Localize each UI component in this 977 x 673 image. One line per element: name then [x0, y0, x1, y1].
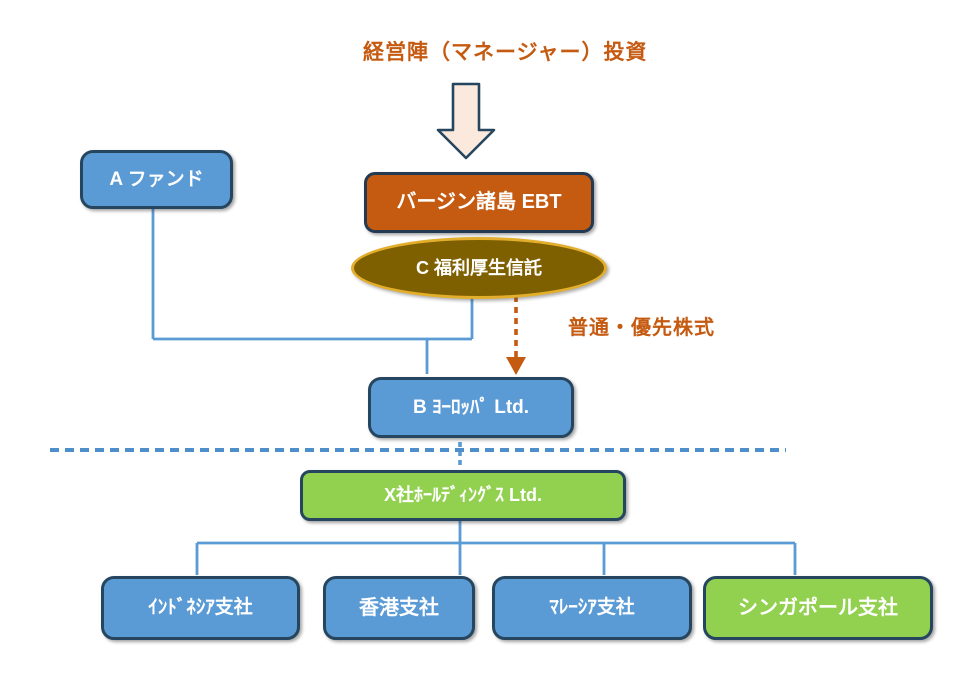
node-virgin-islands-ebt: バージン諸島 EBT [364, 172, 594, 233]
node-branch-singapore: シンガポール支社 [703, 576, 933, 640]
node-b-europe-ltd: B ﾖｰﾛｯﾊﾟ Ltd. [368, 377, 574, 438]
diagram-title: 経営陣（マネージャー）投資 [363, 41, 648, 64]
node-branch-indonesia: ｲﾝﾄﾞﾈｼｱ支社 [101, 576, 300, 640]
node-x-holdings-ltd: X社ﾎｰﾙﾃﾞｨﾝｸﾞｽ Ltd. [300, 470, 626, 521]
node-fund-a: A ファンド [80, 150, 233, 209]
stock-classes-label: 普通・優先株式 [568, 317, 715, 339]
down-block-arrow-icon [436, 82, 496, 160]
stock-arrowhead-icon [506, 357, 526, 375]
node-branch-malaysia: ﾏﾚｰｼｱ支社 [492, 576, 692, 640]
node-welfare-trust-c: C 福利厚生信託 [351, 237, 607, 299]
node-branch-hong-kong: 香港支社 [323, 576, 475, 640]
